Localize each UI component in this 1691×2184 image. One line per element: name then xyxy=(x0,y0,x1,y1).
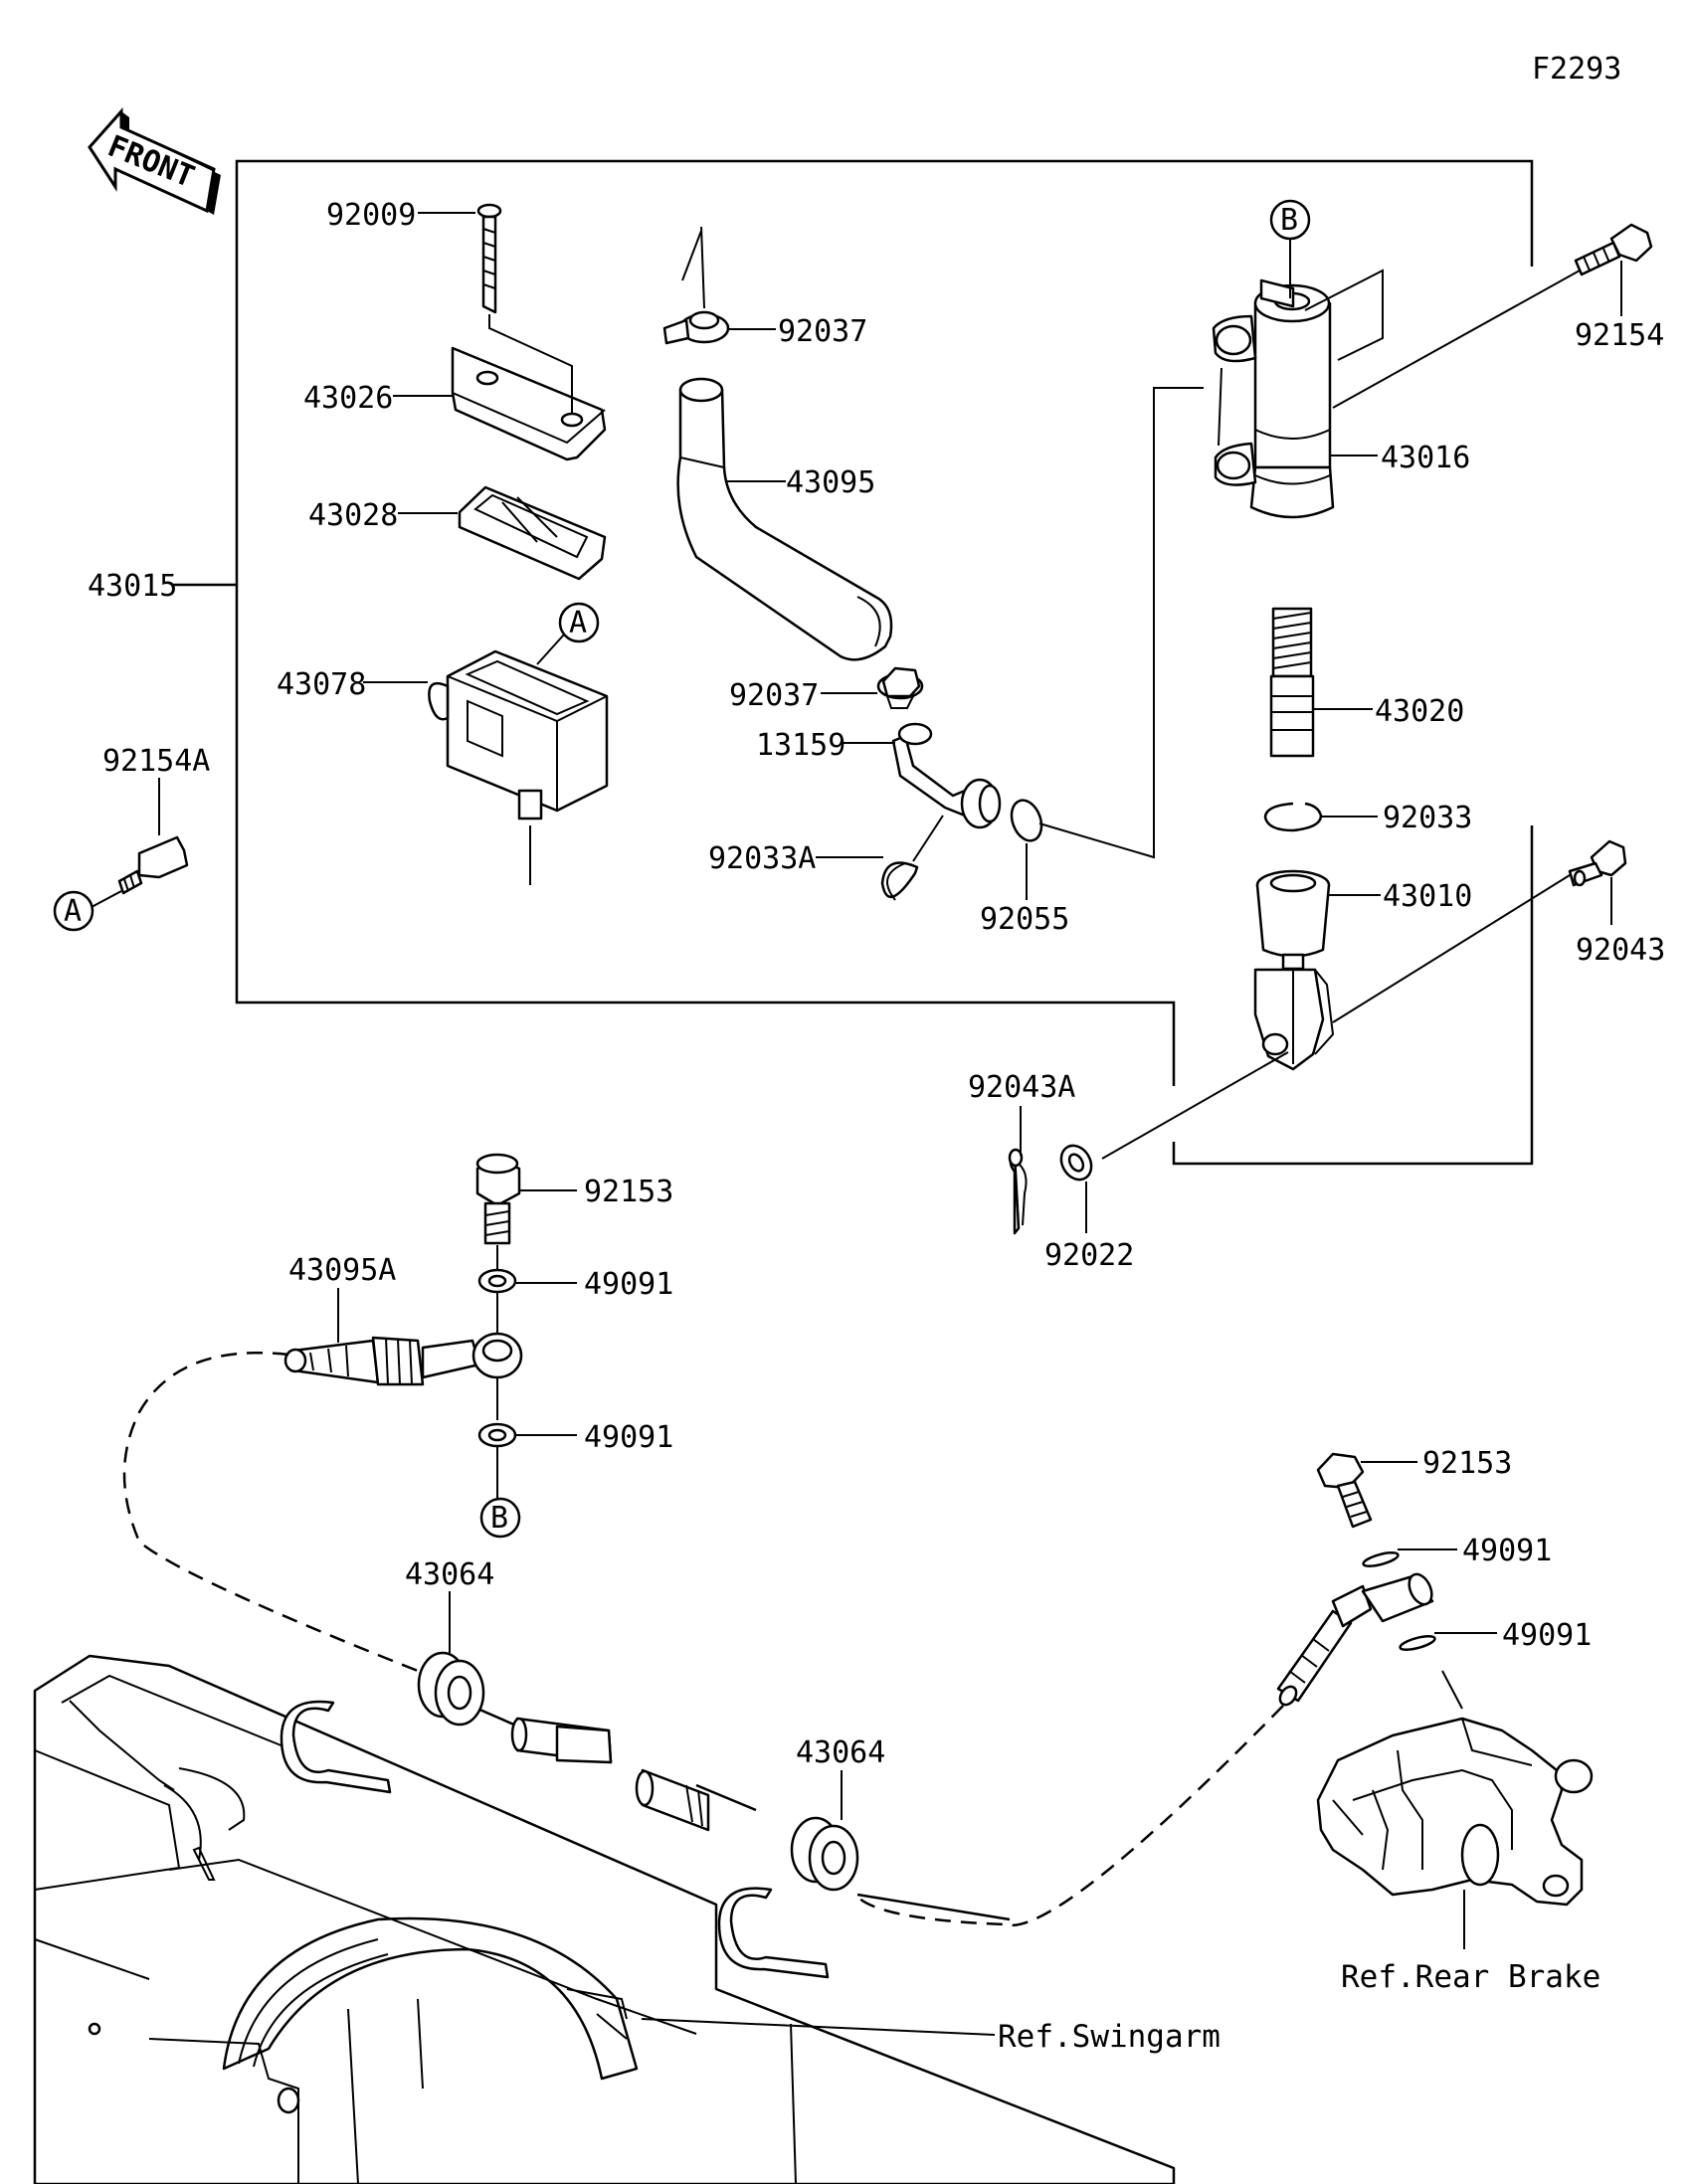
label-43078: 43078 xyxy=(277,667,366,702)
swingarm xyxy=(33,1654,1176,2184)
oring-92055 xyxy=(1010,799,1043,842)
circlip-92033A xyxy=(880,861,919,901)
label-92055: 92055 xyxy=(980,902,1069,937)
rear-brake-caliper xyxy=(1316,1717,1594,1907)
hose-clip-lower xyxy=(717,1887,830,1979)
callout-a-left: A xyxy=(64,894,82,929)
banjo-bolt-92153-top xyxy=(475,1153,521,1245)
label-43095: 43095 xyxy=(786,465,875,500)
washer-49091-lower xyxy=(477,1422,517,1448)
washer-92022 xyxy=(1059,1144,1093,1182)
label-92037-top: 92037 xyxy=(778,314,867,349)
kit-bracket-43015 xyxy=(235,159,1534,1086)
label-43015: 43015 xyxy=(88,569,177,604)
bolt-92154A xyxy=(117,835,189,895)
label-43016: 43016 xyxy=(1381,441,1470,475)
reservoir-43078 xyxy=(428,649,609,885)
master-cylinder-43016 xyxy=(1212,278,1335,519)
hose-clip-upper xyxy=(280,1700,392,1794)
label-49091-d: 49091 xyxy=(1502,1618,1592,1653)
label-49091-a: 49091 xyxy=(584,1267,673,1302)
label-43064-b: 43064 xyxy=(796,1735,885,1770)
bolt-92154 xyxy=(1574,223,1653,276)
label-92033A: 92033A xyxy=(708,841,816,876)
label-92043: 92043 xyxy=(1576,933,1665,968)
label-92009: 92009 xyxy=(326,198,416,233)
washer-49091-right-b xyxy=(1399,1635,1436,1651)
callout-b-bottom: B xyxy=(490,1501,508,1536)
label-43020: 43020 xyxy=(1375,694,1464,729)
pin-92043 xyxy=(1568,839,1627,887)
cotter-pin-92043A xyxy=(1008,1148,1028,1235)
hose-sleeve xyxy=(510,1717,710,1832)
clamp-92037-mid xyxy=(876,666,924,709)
banjo-bolt-92153-right xyxy=(1316,1452,1373,1529)
hose-end-fitting-right xyxy=(1276,1572,1434,1707)
label-92037-mid: 92037 xyxy=(729,678,819,713)
label-92154A: 92154A xyxy=(102,744,210,779)
circlip-92033 xyxy=(1263,802,1323,832)
washer-49091-upper xyxy=(477,1268,517,1294)
washer-49091-right-a xyxy=(1362,1551,1400,1567)
front-arrow-icon: FRONT xyxy=(88,107,221,215)
label-92033: 92033 xyxy=(1383,801,1472,835)
diaphragm-43028 xyxy=(458,485,607,581)
fitting-13159 xyxy=(891,722,1002,829)
label-92022: 92022 xyxy=(1044,1238,1134,1273)
kit-bracket-lower xyxy=(1172,825,1534,1166)
figure-id: F2293 xyxy=(1532,52,1621,87)
ref-rear-brake: Ref.Rear Brake xyxy=(1341,1959,1600,1995)
label-43064-a: 43064 xyxy=(405,1557,494,1592)
screw-92009 xyxy=(476,203,502,314)
callout-b-top: B xyxy=(1280,203,1298,238)
piston-43020 xyxy=(1269,607,1315,758)
ref-swingarm: Ref.Swingarm xyxy=(998,2019,1221,2055)
grommet-43064-b xyxy=(790,1816,859,1892)
label-49091-c: 49091 xyxy=(1462,1534,1552,1568)
hose-43095A xyxy=(283,1332,523,1386)
label-43026: 43026 xyxy=(303,381,393,416)
label-92043A: 92043A xyxy=(968,1070,1075,1105)
hose-43095 xyxy=(676,377,893,661)
label-43095A: 43095A xyxy=(288,1253,396,1288)
label-92154: 92154 xyxy=(1575,318,1664,353)
callout-a-top: A xyxy=(569,606,587,640)
pushrod-43010 xyxy=(1253,869,1335,1071)
label-13159: 13159 xyxy=(756,728,846,763)
cap-43026 xyxy=(451,346,607,461)
label-49091-b: 49091 xyxy=(584,1420,673,1455)
label-92153-right: 92153 xyxy=(1422,1446,1512,1481)
grommet-43064-a xyxy=(417,1651,485,1727)
brake-hose-route xyxy=(122,1351,419,1673)
clamp-92037-top xyxy=(662,310,730,345)
label-43010: 43010 xyxy=(1383,879,1472,914)
label-43028: 43028 xyxy=(308,498,398,533)
label-92153-top: 92153 xyxy=(584,1175,673,1209)
